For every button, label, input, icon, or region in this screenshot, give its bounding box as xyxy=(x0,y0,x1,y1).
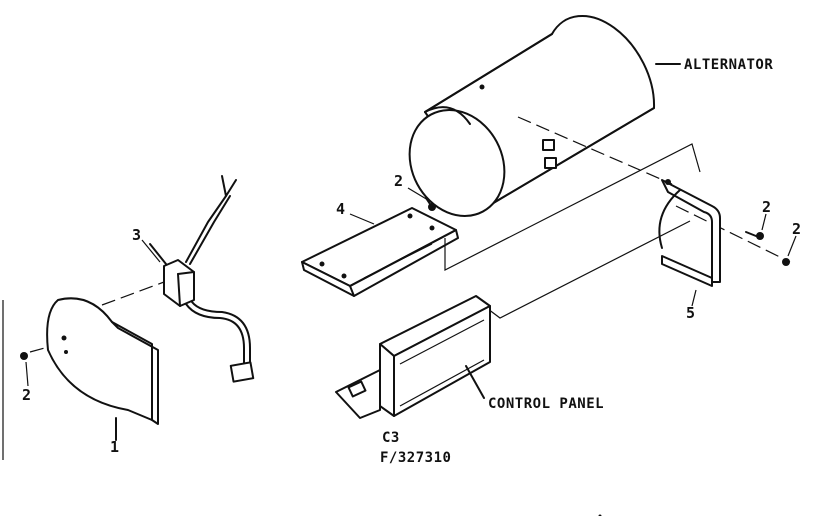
part-number: F/327310 xyxy=(380,450,451,466)
alternator-label: ALTERNATOR xyxy=(684,57,773,73)
end-cover xyxy=(46,297,159,441)
callout-1: 1 xyxy=(110,438,119,456)
screw xyxy=(782,258,790,266)
screw xyxy=(745,231,764,240)
callout-2: 2 xyxy=(792,220,801,238)
diagram-code: C3 xyxy=(382,430,400,446)
alignment-line xyxy=(101,281,165,306)
alignment-line xyxy=(675,205,791,263)
frame-outline xyxy=(444,143,701,271)
alternator-housing xyxy=(408,14,681,217)
callout-2: 2 xyxy=(762,198,771,216)
alignment-line xyxy=(517,116,673,185)
control-panel-box xyxy=(335,295,491,419)
callout-2: 2 xyxy=(22,386,31,404)
control-panel-label: CONTROL PANEL xyxy=(488,396,604,412)
callout-5: 5 xyxy=(686,304,695,322)
connector-block xyxy=(149,243,195,307)
mounting-plate xyxy=(301,207,459,297)
rear-bracket xyxy=(658,179,721,287)
callout-2: 2 xyxy=(394,172,403,190)
callout-3: 3 xyxy=(132,226,141,244)
screw xyxy=(20,352,28,360)
callout-4: 4 xyxy=(336,200,345,218)
wire-harness xyxy=(185,175,255,383)
